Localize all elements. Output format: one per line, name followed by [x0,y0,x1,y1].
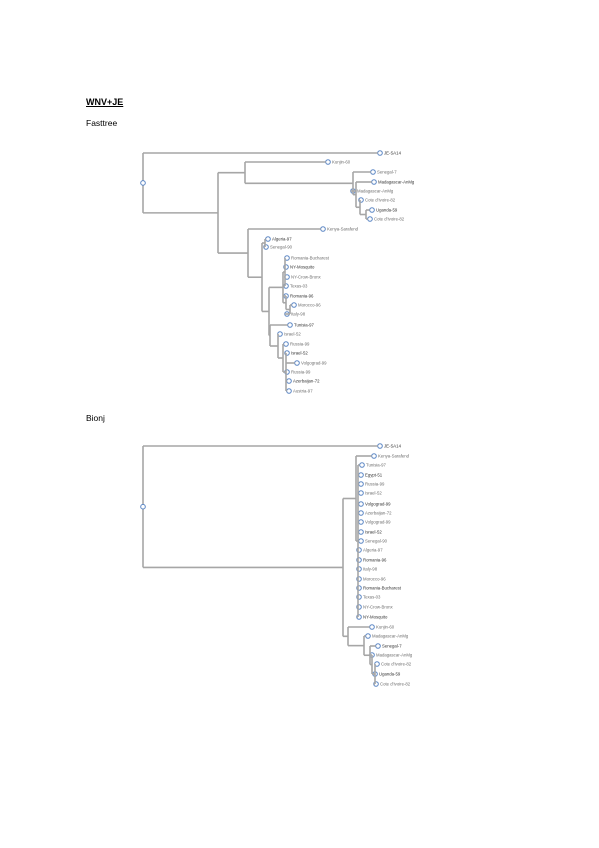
leaf-label: Italy-98 [291,312,306,317]
leaf-label: Kenya-Sarafend [378,454,410,459]
leaf-label: Morocco-96 [363,577,386,582]
leaf-label: Kenya-Sarafend [327,227,359,232]
leaf-node-marker [294,360,300,366]
leaf-label: Volgograd-99 [365,502,391,507]
leaf-node-marker [371,179,377,185]
leaf-label: Israel-52 [365,491,382,496]
leaf-label: Algeria-97 [272,237,292,242]
leaf-label: Uganda-59 [376,208,398,213]
leaf-label: Madagascar-AnMg [357,189,394,194]
leaf-node-marker [358,510,364,516]
leaf-label: Romania-Bucharest [363,586,402,591]
fasttree-section-title: Fasttree [86,118,118,128]
leaf-label: Kunjin-60 [332,160,351,165]
leaf-label: Russia-99 [290,342,310,347]
document-heading: WNV+JE [86,97,124,107]
leaf-label: Volgograd-99 [301,361,327,366]
leaf-label: Azerbaijan-72 [293,379,320,384]
leaf-label: Russia-99 [365,482,385,487]
leaf-label: Senegal-90 [365,539,388,544]
leaf-label: Uganda-59 [379,672,401,677]
leaf-label: Cote d'Ivoire-82 [380,682,411,687]
fasttree-tree: JE-SA14Kunjin-60Senegal-7Madagascar-AnMg… [140,150,415,394]
leaf-label: Romania-96 [363,558,387,563]
leaf-node-marker [358,501,364,507]
leaf-label: Madagascar-AnMg [372,634,409,639]
leaf-label: NY-Crow-Bronx [291,275,322,280]
leaf-label: Madagascar-AnMg [378,180,415,185]
leaf-node-marker [358,538,364,544]
leaf-label: Senegal-7 [377,170,397,175]
leaf-label: Texas-03 [363,595,381,600]
leaf-node-marker [286,378,292,384]
leaf-label: NY-Mosquito [290,265,315,270]
leaf-node-marker [369,207,375,213]
leaf-node-marker [286,388,292,394]
leaf-label: Cote d'Ivoire-82 [381,662,412,667]
leaf-label: Texas-03 [290,284,308,289]
leaf-node-marker [367,216,373,222]
leaf-label: NY-Crow-Bronx [363,605,394,610]
leaf-node-marker [358,529,364,535]
leaf-label: JE-SA14 [384,151,402,156]
leaf-label: Tunisia-97 [366,463,387,468]
leaf-node-marker [320,226,326,232]
leaf-node-marker [358,519,364,525]
leaf-label: Volgograd-99 [365,520,391,525]
leaf-node-marker [375,643,381,649]
leaf-node-marker [371,453,377,459]
leaf-label: Morocco-96 [298,303,321,308]
leaf-label: Cote d'Ivoire-82 [365,198,396,203]
leaf-node-marker [365,633,371,639]
leaf-label: Algeria-97 [363,548,383,553]
leaf-node-marker [370,169,376,175]
leaf-label: Azerbaijan-72 [365,511,392,516]
leaf-node-marker [325,159,331,165]
leaf-label: Romania-96 [290,294,314,299]
leaf-node-marker [283,341,289,347]
leaf-label: NY-Mosquito [363,615,388,620]
leaf-node-marker [358,490,364,496]
leaf-label: Russia-99 [291,370,311,375]
leaf-node-marker [287,322,293,328]
leaf-label: Senegal-7 [382,644,402,649]
leaf-node-marker [369,624,375,630]
leaf-node-marker [358,472,364,478]
leaf-label: Madagascar-AnMg [376,653,413,658]
leaf-label: JE-SA14 [384,444,402,449]
leaf-node-marker [377,443,383,449]
leaf-label: Senegal-90 [270,245,293,250]
bionj-section-title: Bionj [86,413,105,423]
leaf-label: Kunjin-60 [376,625,395,630]
root-node-marker [140,503,146,510]
leaf-label: Tunisia-97 [294,323,315,328]
leaf-label: Israel-52 [284,332,301,337]
bionj-tree: JE-SA14Kenya-SarafendTunisia-97Egypt-51R… [140,443,413,687]
leaf-node-marker [291,302,297,308]
leaf-label: Egypt-51 [365,473,383,478]
leaf-label: Cote d'Ivoire-82 [374,217,405,222]
leaf-node-marker [359,462,365,468]
leaf-label: Israel-52 [291,351,308,356]
leaf-label: Romania-Bucharest [291,256,330,261]
leaf-label: Israel-52 [365,530,382,535]
leaf-node-marker [358,481,364,487]
leaf-node-marker [265,236,271,242]
leaf-label: Italy-98 [363,567,378,572]
leaf-label: Austria-97 [293,389,313,394]
root-node-marker [140,180,146,186]
leaf-node-marker [377,150,383,156]
